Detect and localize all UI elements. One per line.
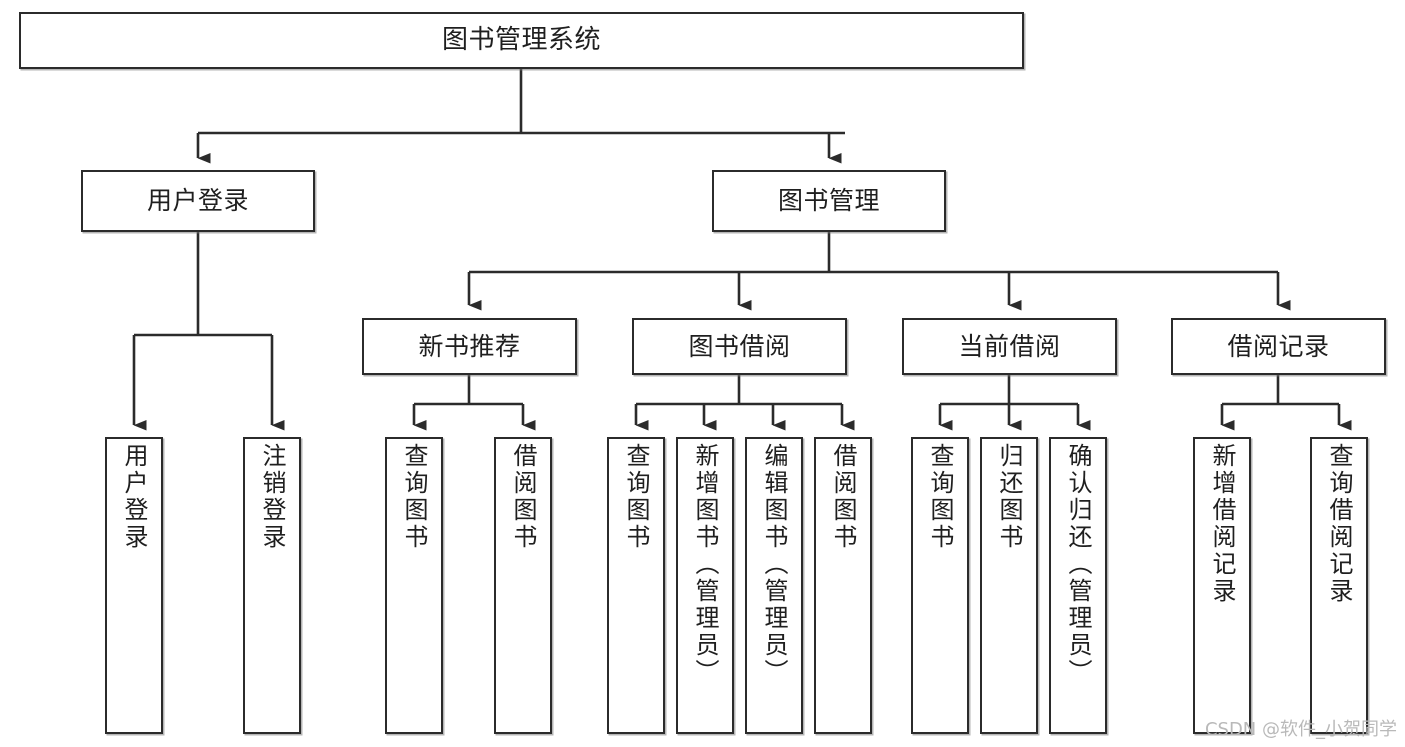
node-book-borrow[interactable]: 图书借阅: [632, 318, 847, 375]
node-user-login[interactable]: 用户登录: [81, 170, 315, 232]
node-current-borrow[interactable]: 当前借阅: [902, 318, 1117, 375]
node-label: 查询借阅记录: [1325, 443, 1353, 605]
node-new-book-recommend[interactable]: 新书推荐: [362, 318, 577, 375]
node-label: 图书借阅: [688, 331, 791, 361]
node-label: 归还图书: [995, 443, 1023, 551]
leaf-user-login-logout[interactable]: 注销登录: [243, 437, 301, 734]
node-label: 注销登录: [258, 443, 286, 551]
leaf-user-login-login[interactable]: 用户登录: [105, 437, 163, 734]
node-label: 查询图书: [400, 443, 428, 551]
node-label: 图书管理系统: [441, 25, 601, 56]
node-label: 新增借阅记录: [1208, 443, 1236, 605]
node-label: 当前借阅: [958, 331, 1061, 361]
node-label: 用户登录: [146, 186, 249, 216]
node-label: 借阅图书: [829, 443, 857, 551]
node-root-book-management-system[interactable]: 图书管理系统: [19, 12, 1024, 69]
node-label: 确认归还（管理员）: [1064, 443, 1092, 686]
leaf-new-book-query-book[interactable]: 查询图书: [385, 437, 443, 734]
node-book-management[interactable]: 图书管理: [712, 170, 946, 232]
node-label: 查询图书: [926, 443, 954, 551]
leaf-borrow-record-query-record[interactable]: 查询借阅记录: [1310, 437, 1368, 734]
leaf-borrow-record-add-record[interactable]: 新增借阅记录: [1193, 437, 1251, 734]
leaf-current-borrow-return-book[interactable]: 归还图书: [980, 437, 1038, 734]
leaf-current-borrow-query-book[interactable]: 查询图书: [911, 437, 969, 734]
node-label: 借阅记录: [1227, 331, 1330, 361]
leaf-book-borrow-add-book-admin[interactable]: 新增图书（管理员）: [676, 437, 734, 734]
node-label: 图书管理: [777, 186, 880, 216]
node-label: 查询图书: [622, 443, 650, 551]
node-label: 编辑图书（管理员）: [760, 443, 788, 686]
leaf-book-borrow-borrow-book[interactable]: 借阅图书: [814, 437, 872, 734]
node-label: 新增图书（管理员）: [691, 443, 719, 686]
node-label: 借阅图书: [509, 443, 537, 551]
leaf-new-book-borrow-book[interactable]: 借阅图书: [494, 437, 552, 734]
node-label: 用户登录: [120, 443, 148, 551]
watermark-text: CSDN @软件_小贺同学: [1204, 719, 1397, 740]
node-borrow-record[interactable]: 借阅记录: [1171, 318, 1386, 375]
leaf-book-borrow-query-book[interactable]: 查询图书: [607, 437, 665, 734]
leaf-book-borrow-edit-book-admin[interactable]: 编辑图书（管理员）: [745, 437, 803, 734]
leaf-current-borrow-confirm-return-admin[interactable]: 确认归还（管理员）: [1049, 437, 1107, 734]
node-label: 新书推荐: [418, 331, 521, 361]
